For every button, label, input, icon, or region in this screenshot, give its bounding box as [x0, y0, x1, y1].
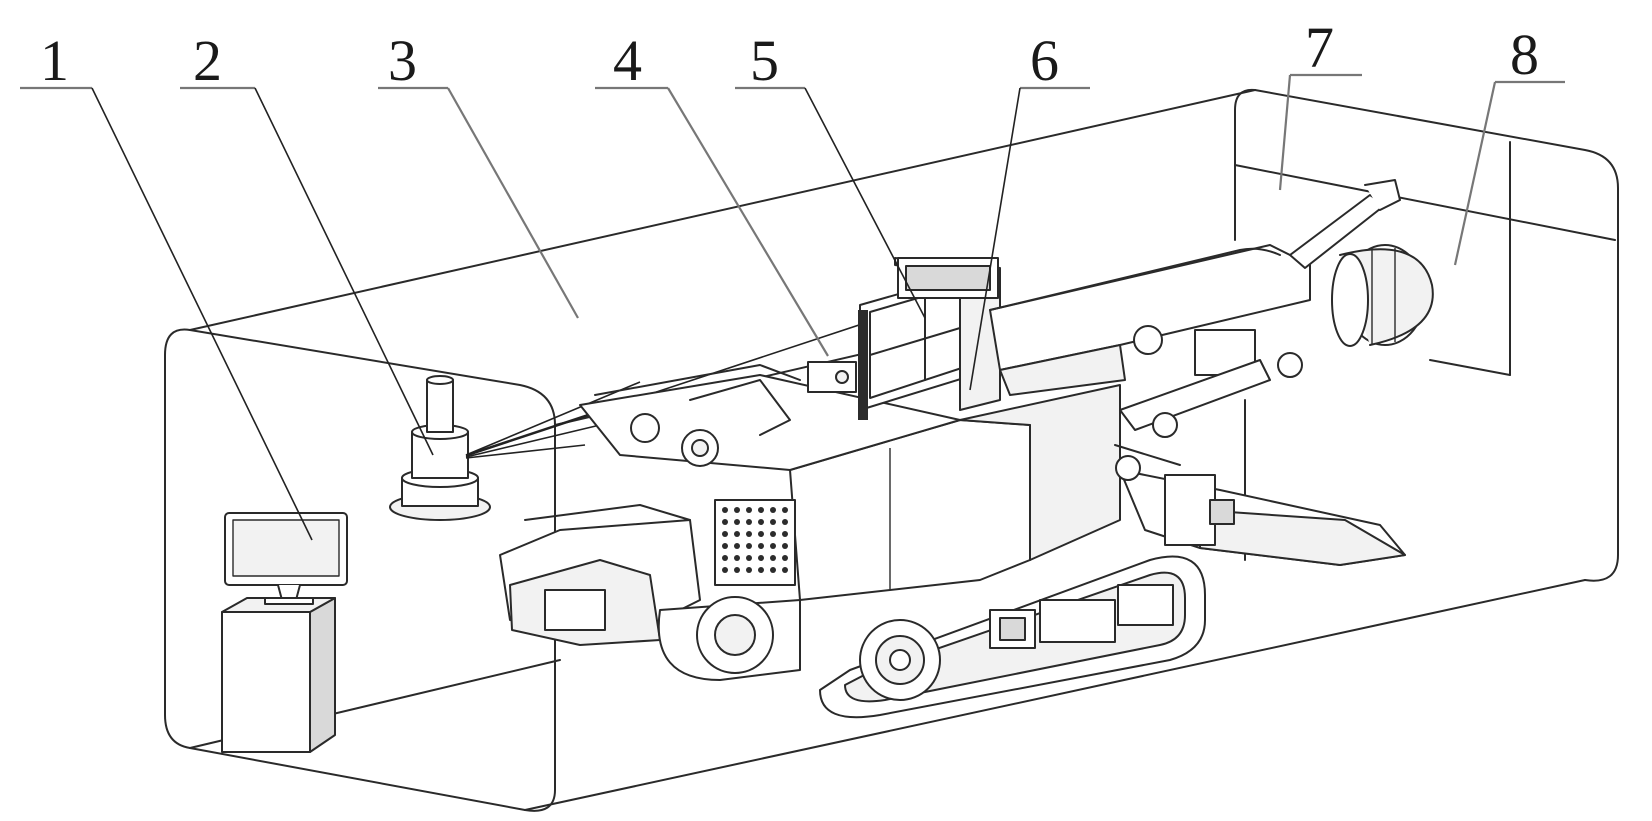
- front-shovel: [1114, 444, 1406, 566]
- callout-5: 5: [750, 28, 779, 93]
- cutting-boom: [989, 179, 1434, 438]
- callout-7: 7: [1305, 15, 1334, 80]
- callout-4: 4: [613, 28, 642, 93]
- computer-cabinet: [221, 611, 311, 753]
- rear-conveyor: [499, 504, 701, 646]
- computer-terminal: [221, 512, 348, 753]
- callout-8: 8: [1510, 22, 1539, 87]
- grille-holes: [722, 507, 788, 573]
- computer-cabinet-side: [309, 597, 336, 753]
- target-board: [807, 257, 1001, 420]
- roadheader-machine: [499, 179, 1434, 719]
- callout-6: 6: [1030, 28, 1059, 93]
- grille-panel: [714, 499, 796, 586]
- callout-labels: 1 2 3 4 5 6 7 8: [40, 15, 1539, 93]
- callout-3: 3: [388, 28, 417, 93]
- crawler-track: [657, 555, 1206, 719]
- leader-lines: [20, 73, 1565, 541]
- callout-1: 1: [40, 28, 69, 93]
- laser-emitter: [389, 279, 996, 521]
- callout-2: 2: [193, 28, 222, 93]
